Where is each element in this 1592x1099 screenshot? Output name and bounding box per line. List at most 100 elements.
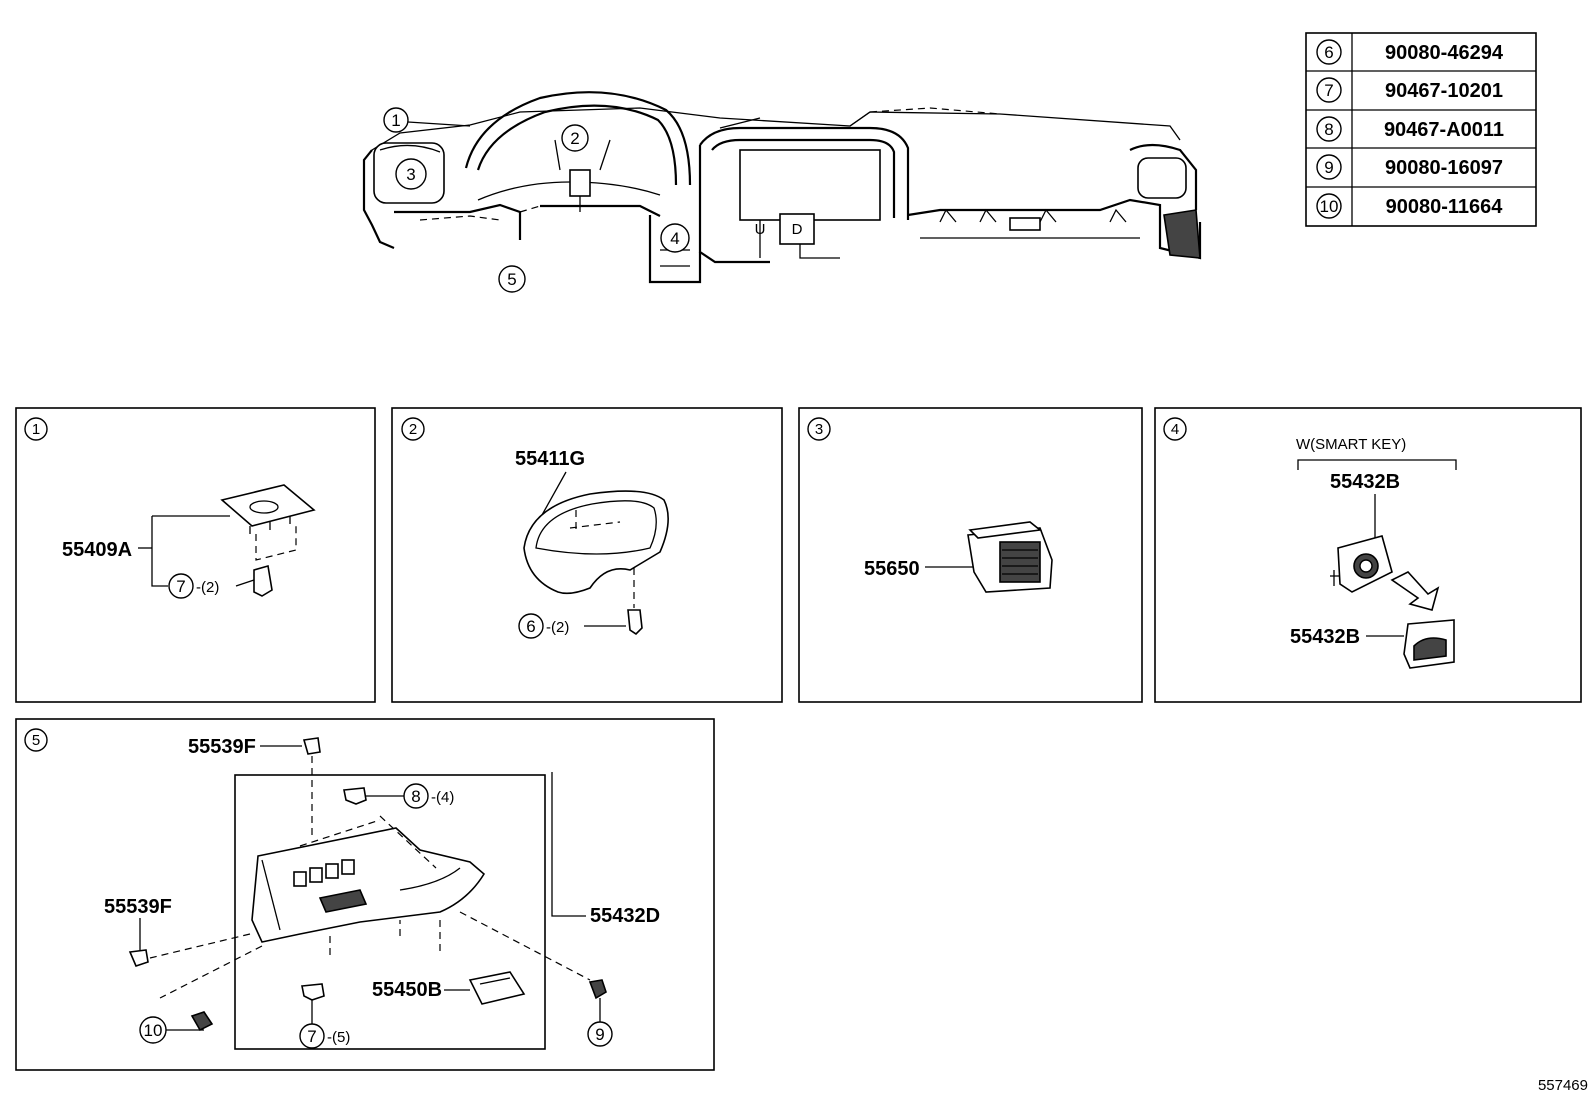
callout-5[interactable]: 5	[498, 265, 526, 293]
quantity-label: -(5)	[327, 1029, 350, 1046]
panel-index: 4	[1171, 421, 1179, 438]
panel-4: 4 W(SMART KEY) 55432B 55432B	[1154, 407, 1582, 703]
switch-slot	[293, 871, 307, 887]
panel-index: 5	[32, 732, 40, 749]
table-row[interactable]: 8 90467-A0011	[1316, 116, 1504, 142]
table-row[interactable]: 10 90080-11664	[1316, 193, 1504, 219]
ref-circle	[299, 1023, 325, 1049]
box-label[interactable]: 55450B	[372, 979, 442, 1001]
table-row[interactable]: 7 90467-10201	[1316, 77, 1503, 103]
switch-slot	[325, 863, 339, 879]
table-row[interactable]: 6 90080-46294	[1316, 39, 1504, 65]
panel-2: 2 55411G 6 -(2)	[391, 407, 783, 703]
ref-circle	[168, 573, 194, 599]
part-number: 90080-11664	[1386, 196, 1504, 218]
panel-5: 5 55539F 8 -(4) 55432D 55539F 7	[15, 718, 715, 1071]
panel-frame	[15, 407, 376, 703]
inner-frame	[234, 774, 546, 1050]
ref-number[interactable]: 7	[307, 1027, 316, 1046]
part-number: 90080-46294	[1385, 42, 1504, 64]
panel-index: 1	[32, 421, 40, 438]
cover-panel-drawing	[220, 484, 316, 527]
svg-text:U: U	[755, 221, 766, 238]
screw-9-drawing	[588, 979, 607, 1000]
clip-8-drawing	[343, 787, 367, 805]
panel-index-circle	[807, 417, 831, 441]
fastener-drawing	[627, 609, 643, 636]
clip-7-drawing	[301, 983, 325, 1001]
ref-circle	[139, 1016, 167, 1044]
panel-index-circle	[401, 417, 425, 441]
ref-circle	[1316, 154, 1342, 180]
arrow-icon	[1390, 571, 1440, 611]
panel-index-circle	[1163, 417, 1187, 441]
panel-frame	[15, 718, 715, 1071]
switch-slot	[341, 859, 355, 875]
svg-text:1: 1	[391, 111, 400, 130]
part-number: 90467-10201	[1385, 80, 1503, 102]
callout-2[interactable]: 2	[561, 124, 589, 152]
part-label[interactable]: 55409A	[62, 539, 132, 561]
panel-index: 2	[409, 421, 417, 438]
screw-10-drawing	[190, 1011, 214, 1032]
panel-frame	[391, 407, 783, 703]
ref-circle	[1316, 77, 1342, 103]
part-label[interactable]: 55411G	[515, 448, 585, 470]
diagram-id: 557469	[1538, 1077, 1588, 1094]
callout-4[interactable]: 4	[660, 223, 690, 253]
clip-drawing	[302, 737, 321, 755]
condition-note: W(SMART KEY)	[1296, 436, 1406, 453]
svg-text:4: 4	[670, 229, 679, 248]
callout-1[interactable]: 1	[383, 107, 471, 133]
clip-label-left[interactable]: 55539F	[104, 896, 172, 918]
quantity-label: -(4)	[431, 789, 454, 806]
svg-text:3: 3	[406, 165, 415, 184]
panel-3: 3 55650	[798, 407, 1143, 703]
ref-number: 8	[1324, 120, 1333, 139]
switch-slot	[309, 867, 323, 883]
ref-number[interactable]: 7	[176, 577, 185, 596]
ref-circle	[1316, 39, 1342, 65]
ref-number: 10	[1320, 197, 1339, 216]
quantity-label: -(2)	[196, 579, 219, 596]
panel-index: 3	[815, 421, 823, 438]
ref-number[interactable]: 10	[144, 1021, 163, 1040]
table-row[interactable]: 9 90080-16097	[1316, 154, 1503, 180]
part-number: 90080-16097	[1385, 157, 1503, 179]
part-label-upper[interactable]: 55432B	[1330, 471, 1400, 493]
ref-number[interactable]: 8	[411, 787, 420, 806]
panel-index-circle	[24, 728, 48, 752]
ref-circle	[403, 783, 429, 809]
clip-drawing	[253, 564, 273, 597]
panel-1: 1 55409A 7 -(2)	[15, 407, 376, 703]
ref-number: 7	[1324, 81, 1333, 100]
hood-drawing	[523, 490, 669, 595]
part-label[interactable]: 55650	[864, 558, 920, 580]
callout-3[interactable]: 3	[395, 158, 427, 190]
part-number: 90467-A0011	[1384, 119, 1504, 141]
quantity-label: -(2)	[546, 619, 569, 636]
svg-text:5: 5	[507, 270, 516, 289]
ref-number: 6	[1324, 43, 1333, 62]
ref-number[interactable]: 9	[595, 1025, 604, 1044]
panel-label[interactable]: 55432D	[590, 905, 660, 927]
ref-circle	[1316, 193, 1342, 219]
dashboard-overview-drawing: D U	[362, 91, 1202, 284]
overview-callouts: 1 2 3 4 5	[383, 107, 690, 293]
ref-circle	[587, 1021, 613, 1047]
panel-frame	[798, 407, 1143, 703]
svg-text:2: 2	[570, 129, 579, 148]
clip-drawing	[128, 949, 149, 967]
ref-number: 9	[1324, 158, 1333, 177]
ref-number[interactable]: 6	[526, 617, 535, 636]
panel-index-circle	[24, 417, 48, 441]
lower-panel-drawing	[251, 827, 486, 943]
panel-frame	[1154, 407, 1582, 703]
storage-box-drawing	[468, 971, 526, 1005]
ref-circle	[1316, 116, 1342, 142]
reference-table: 6 90080-46294 7 90467-10201 8 90467-A001…	[1305, 32, 1537, 227]
ref-circle	[518, 613, 544, 639]
clip-label-top[interactable]: 55539F	[188, 736, 256, 758]
part-label-lower[interactable]: 55432B	[1290, 626, 1360, 648]
